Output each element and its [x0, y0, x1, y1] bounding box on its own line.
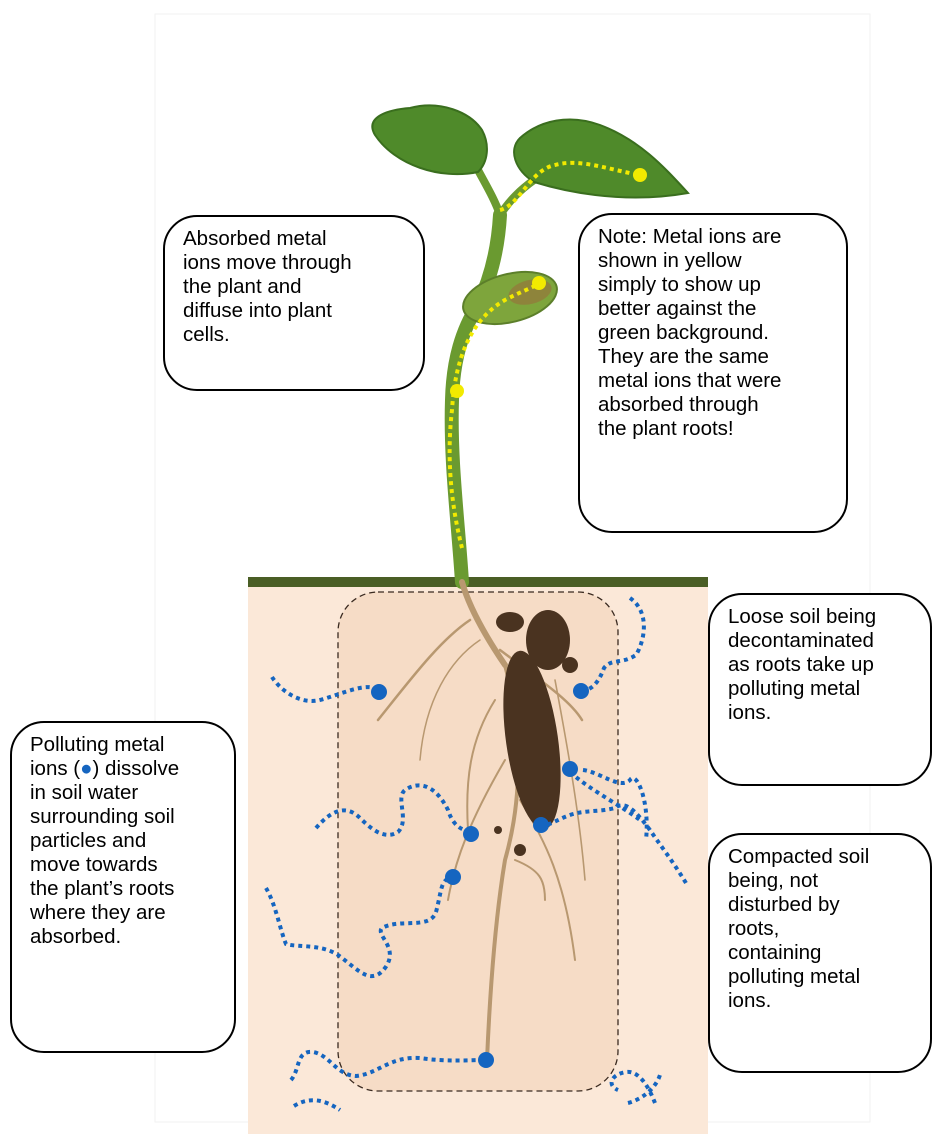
callout-note-yellow-ions: Note: Metal ions are shown in yellow sim… — [578, 213, 848, 533]
callout-loose-soil: Loose soil being decontaminated as roots… — [708, 593, 932, 786]
blue-ion-dot — [478, 1052, 494, 1068]
plant-petiole-left — [478, 170, 500, 215]
callout-polluting-ions: Polluting metal ions (●) dissolve in soi… — [10, 721, 236, 1053]
callout-absorbed-ions: Absorbed metal ions move through the pla… — [163, 215, 425, 391]
blue-ion-dot — [573, 683, 589, 699]
yellow-ion-dot — [532, 276, 546, 290]
plant-petiole-right — [500, 180, 534, 215]
callout-polluting-ions-text: Polluting metal ions (●) dissolve in soi… — [30, 733, 224, 949]
blue-ion-dot — [445, 869, 461, 885]
callout-absorbed-ions-text: Absorbed metal ions move through the pla… — [183, 227, 413, 347]
callout-compacted-soil: Compacted soil being, not disturbed by r… — [708, 833, 932, 1073]
callout-loose-soil-text: Loose soil being decontaminated as roots… — [728, 605, 920, 725]
yellow-ion-dot — [450, 384, 464, 398]
blue-ion-dot — [533, 817, 549, 833]
blue-ion-dot — [562, 761, 578, 777]
blue-ion-dot — [371, 684, 387, 700]
plant-stem — [452, 215, 500, 582]
callout-compacted-soil-text: Compacted soil being, not disturbed by r… — [728, 845, 920, 1013]
blue-ion-dot — [463, 826, 479, 842]
plant-leaf-right — [514, 119, 688, 197]
callout-polluting-text-end: ) dissolve in soil water surrounding soi… — [30, 757, 179, 948]
ground-surface — [248, 577, 708, 587]
callout-note-text: Note: Metal ions are shown in yellow sim… — [598, 225, 836, 441]
yellow-ion-dot — [633, 168, 647, 182]
plant-leaf-left — [372, 105, 487, 174]
metal-ion-dot-icon: ● — [80, 757, 92, 780]
